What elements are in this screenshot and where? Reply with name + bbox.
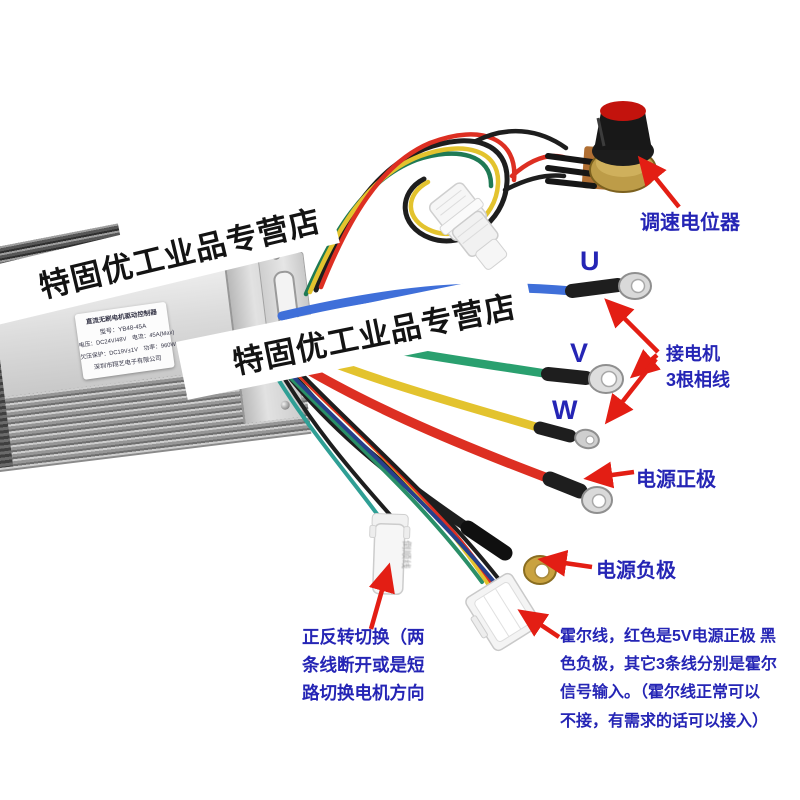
- throttle-connector: [428, 182, 508, 270]
- hall-wires: [264, 343, 510, 593]
- positive-terminal-sleeve: [542, 471, 588, 499]
- potentiometer-knob: [594, 112, 652, 150]
- arrow-to-potentiometer: [637, 155, 681, 209]
- label-hall-note-2: 色负极，其它3条线分别是霍尔: [560, 656, 777, 673]
- arrow-to-phase-w: [604, 357, 658, 425]
- label-motor-phase-2: 3根相线: [666, 370, 731, 390]
- label-reverse-switch-1: 正反转切换（两: [302, 627, 425, 647]
- arrow-to-phase-v: [629, 349, 661, 379]
- u-terminal-sleeve: [565, 278, 625, 298]
- reverse-connector-tag-text: 倒顺线: [399, 540, 412, 569]
- label-reverse-switch-2: 条线断开或是短: [302, 655, 425, 675]
- label-hall-note-1: 霍尔线，红色是5V电源正极 黑: [560, 628, 777, 645]
- potentiometer-pins: [545, 153, 597, 189]
- w-terminal-sleeve: [533, 421, 577, 443]
- potentiometer-knob-cap: [600, 101, 646, 121]
- label-potentiometer: 调速电位器: [640, 212, 740, 234]
- arrow-to-reverse-connector: [368, 562, 395, 630]
- label-phase-v: V: [570, 338, 589, 368]
- arrow-to-power-positive: [583, 461, 635, 489]
- label-hall-note-3: 信号输入。（霍尔线正常可以: [560, 684, 761, 701]
- throttle-wire-loop: [303, 128, 569, 297]
- potentiometer: [545, 101, 657, 193]
- label-phase-w: W: [552, 395, 578, 425]
- arrow-to-phase-u: [604, 298, 660, 354]
- label-power-positive: 电源正极: [636, 469, 716, 491]
- negative-terminal-sleeve: [460, 520, 513, 561]
- arrow-to-power-negative: [537, 549, 593, 577]
- label-reverse-switch-3: 路切换电机方向: [302, 683, 425, 703]
- v-terminal-sleeve: [541, 367, 593, 385]
- label-phase-u: U: [580, 246, 600, 276]
- label-power-negative: 电源负极: [596, 560, 676, 582]
- label-hall-note-4: 不接，有需求的话可以接入）: [560, 713, 769, 730]
- label-motor-phase-1: 接电机: [666, 344, 720, 364]
- arrow-to-hall-connector: [517, 609, 561, 639]
